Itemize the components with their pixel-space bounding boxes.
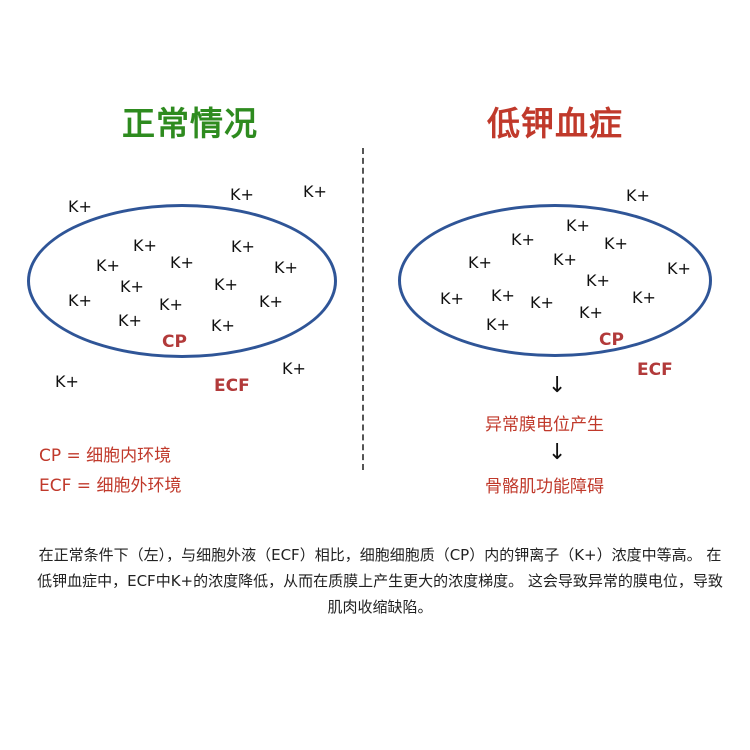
- down-arrow-icon: ↓: [548, 440, 567, 465]
- ecf-label-hypokalemia: ECF: [637, 360, 673, 380]
- potassium-ion-extracellular: K+: [282, 359, 306, 378]
- cell-membrane-hypokalemia: [398, 204, 712, 357]
- potassium-ion-intracellular: K+: [68, 291, 92, 310]
- potassium-ion-extracellular: K+: [230, 185, 254, 204]
- potassium-ion-intracellular: K+: [274, 258, 298, 277]
- ecf-label-normal: ECF: [214, 376, 250, 396]
- potassium-ion-extracellular: K+: [55, 372, 79, 391]
- potassium-ion-intracellular: K+: [120, 277, 144, 296]
- potassium-ion-intracellular: K+: [586, 271, 610, 290]
- potassium-ion-intracellular: K+: [566, 216, 590, 235]
- potassium-ion-intracellular: K+: [231, 237, 255, 256]
- potassium-ion-intracellular: K+: [579, 303, 603, 322]
- potassium-ion-intracellular: K+: [118, 311, 142, 330]
- cp-label-hypokalemia: CP: [599, 330, 624, 350]
- dashed-divider: [362, 148, 364, 470]
- potassium-ion-intracellular: K+: [133, 236, 157, 255]
- potassium-ion-intracellular: K+: [632, 288, 656, 307]
- potassium-ion-intracellular: K+: [530, 293, 554, 312]
- figure-caption: 在正常条件下（左），与细胞外液（ECF）相比，细胞细胞质（CP）内的钾离子（K+…: [37, 546, 723, 616]
- potassium-ion-intracellular: K+: [96, 256, 120, 275]
- heading-normal: 正常情况: [122, 104, 258, 143]
- potassium-ion-intracellular: K+: [214, 275, 238, 294]
- heading-hypokalemia: 低钾血症: [487, 104, 623, 143]
- potassium-ion-extracellular: K+: [303, 182, 327, 201]
- consequence-abnormal-potential: 异常膜电位产生: [485, 415, 604, 435]
- down-arrow-icon: ↓: [548, 373, 567, 398]
- potassium-ion-intracellular: K+: [259, 292, 283, 311]
- potassium-ion-intracellular: K+: [553, 250, 577, 269]
- potassium-ion-intracellular: K+: [511, 230, 535, 249]
- potassium-ion-intracellular: K+: [440, 289, 464, 308]
- cp-label-normal: CP: [162, 332, 187, 352]
- potassium-ion-intracellular: K+: [491, 286, 515, 305]
- potassium-ion-intracellular: K+: [486, 315, 510, 334]
- potassium-ion-intracellular: K+: [170, 253, 194, 272]
- potassium-ion-intracellular: K+: [159, 295, 183, 314]
- potassium-ion-extracellular: K+: [68, 197, 92, 216]
- potassium-ion-intracellular: K+: [468, 253, 492, 272]
- potassium-ion-intracellular: K+: [211, 316, 235, 335]
- potassium-ion-intracellular: K+: [667, 259, 691, 278]
- potassium-ion-extracellular: K+: [626, 186, 650, 205]
- legend-ecf: ECF = 细胞外环境: [39, 476, 182, 496]
- cell-membrane-normal: [27, 204, 337, 358]
- potassium-ion-intracellular: K+: [604, 234, 628, 253]
- consequence-muscle-dysfunction: 骨骼肌功能障碍: [485, 477, 604, 497]
- legend-cp: CP = 细胞内环境: [39, 446, 172, 466]
